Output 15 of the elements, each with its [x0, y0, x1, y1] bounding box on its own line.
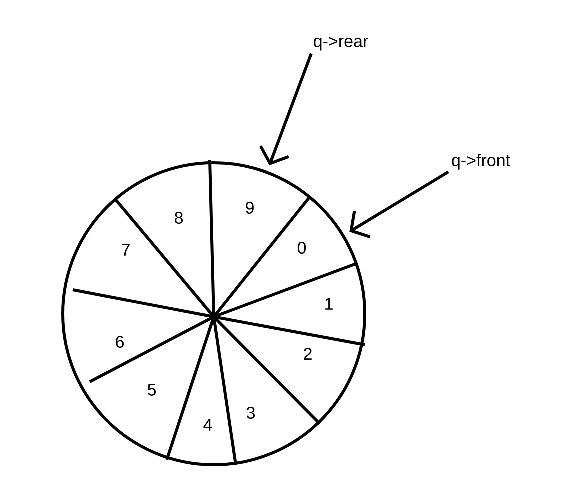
slot-number: 5 [148, 384, 156, 396]
slot-number: 2 [304, 348, 312, 360]
slot-number: 8 [175, 212, 183, 224]
pointer-label: q->front [452, 154, 510, 170]
slot-number: 3 [246, 406, 255, 420]
slot-number: 1 [326, 298, 333, 310]
slot-number: 6 [116, 336, 124, 348]
slot-number: 7 [122, 244, 130, 256]
slot-number: 0 [298, 242, 306, 254]
slot-number: 9 [246, 202, 254, 214]
circular-queue-drawing [62, 160, 366, 466]
pointer-label: q->rear [314, 37, 368, 51]
slot-number: 4 [204, 419, 212, 431]
arrow [350, 170, 450, 238]
arrow [259, 53, 313, 166]
